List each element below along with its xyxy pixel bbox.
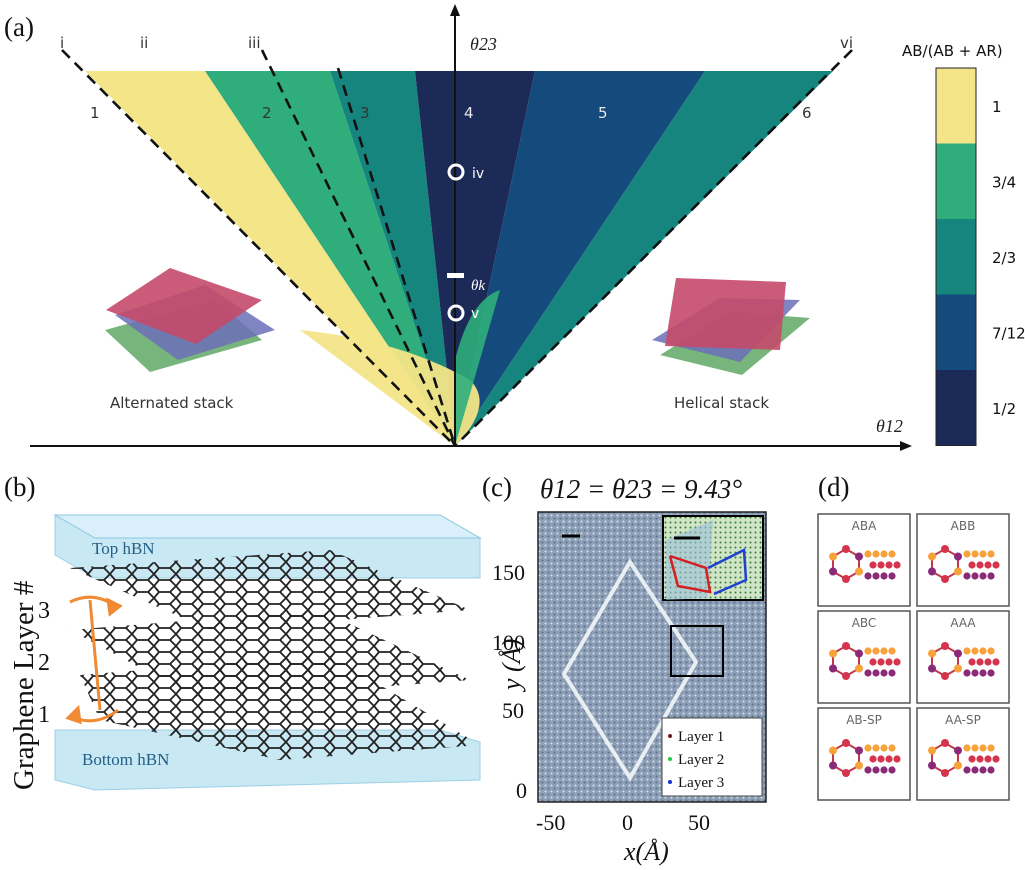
ytick-100: 100 [492,630,525,655]
region-2: 2 [262,104,272,122]
stacking-tile: ABB [916,513,1010,607]
layer-legend: Layer 1 Layer 2 Layer 3 [661,717,763,797]
colorbar-title: AB/(AB + AR) [902,42,1003,60]
layer-number-3: 3 [38,598,50,624]
xtick-50: 50 [688,810,710,835]
panel-a: (a) θ23 θ12 i ii iii vi 1 2 3 4 5 6 iv θ… [4,4,1025,451]
panel-c-title: θ12 = θ23 = 9.43° [540,474,742,504]
stacking-tile-label: ABB [951,519,976,533]
marker-iv-label: iv [472,166,484,182]
colorbar: 1 3/4 2/3 7/12 1/2 [935,67,1025,446]
line-label-ii: ii [140,34,148,52]
colorbar-segment [936,219,976,295]
graphene-layer-3 [70,550,470,630]
colorbar-segment [936,370,976,446]
alternated-stack-illustration [105,268,275,372]
stacking-tile-label: AA-SP [945,713,981,727]
axis-theta23: θ23 [470,34,497,54]
marker-theta-k-label: θk [471,278,485,294]
marker-v [447,304,465,322]
zoom-inset [662,515,764,601]
line-label-vi: vi [840,34,853,52]
marker-theta-k [447,273,464,278]
panel-c: (c) θ12 = θ23 = 9.43° Layer 1 Layer 2 La… [482,472,767,866]
stack-left-label: Alternated stack [110,394,234,412]
region-1: 1 [90,104,100,122]
phase-wedge [85,71,833,446]
colorbar-tick-label: 1 [992,98,1002,116]
stacking-tile: ABC [817,610,911,704]
layer-number-1: 1 [38,702,50,728]
colorbar-frame [935,67,977,446]
region-4: 4 [464,104,474,122]
axes [30,4,912,451]
panel-c-xlabel: x(Å) [623,837,669,866]
colorbar-tick-label: 2/3 [992,249,1016,267]
legend-dot-1 [668,734,672,738]
zoom-box [670,625,724,677]
legend-layer-1: Layer 1 [678,729,724,745]
axis-theta12: θ12 [876,416,903,436]
stacking-tile-label: ABC [852,616,877,630]
top-hbn-label: Top hBN [92,539,155,558]
ytick-150: 150 [492,560,525,585]
colorbar-tick-label: 1/2 [992,400,1016,418]
panel-b-label: (b) [4,472,35,502]
region-6: 6 [802,104,812,122]
colorbar-segment [936,68,976,144]
legend-layer-3: Layer 3 [678,775,724,791]
panel-a-label: (a) [4,12,34,42]
panel-c-label: (c) [482,472,512,502]
marker-v-label: v [471,306,479,322]
helical-stack-illustration [652,278,810,375]
bottom-hbn-label: Bottom hBN [82,750,169,769]
line-label-iii: iii [248,34,261,52]
legend-dot-3 [668,780,672,784]
xtick-0: 0 [622,810,633,835]
stacking-tile: ABA [817,513,911,607]
legend-dot-2 [668,757,672,761]
graphene-ylabel: Graphene Layer # [8,581,40,790]
xtick-neg50: -50 [536,810,565,835]
panel-b: (b) Top hBN Bottom hBN Graphene Layer # … [4,472,482,791]
legend-layer-2: Layer 2 [678,752,724,768]
colorbar-tick-label: 3/4 [992,173,1016,191]
stacking-tile: AB-SP [817,707,911,801]
line-label-i: i [60,34,64,52]
stacking-tile: AAA [916,610,1010,704]
region-3: 3 [360,104,370,122]
moire-unit-cell [561,558,699,782]
stacking-tile-label: AAA [950,616,976,630]
colorbar-segment [936,294,976,370]
ytick-50: 50 [502,698,524,723]
colorbar-segment [936,143,976,219]
layer-number-2: 2 [38,650,50,676]
boundary-lines [61,49,853,447]
stack-right-label: Helical stack [674,394,769,412]
ytick-0: 0 [516,778,527,803]
rotation-arrow-icon [65,595,123,725]
stacking-tiles: ABA ABB ABC AAA AB-SP AA-SP [817,513,1010,801]
graphene-layer-1 [80,655,480,760]
colorbar-tick-label: 7/12 [992,324,1025,342]
stacking-tile: AA-SP [916,707,1010,801]
panel-d: (d) ABA ABB ABC AAA AB-SP AA-SP [817,472,1010,801]
stacking-tile-label: AB-SP [846,713,882,727]
panel-c-ylabel: y (Å) [497,639,526,693]
stacking-tile-label: ABA [852,519,877,533]
marker-iv [447,163,465,181]
panel-d-label: (d) [818,472,849,502]
region-5: 5 [598,104,608,122]
